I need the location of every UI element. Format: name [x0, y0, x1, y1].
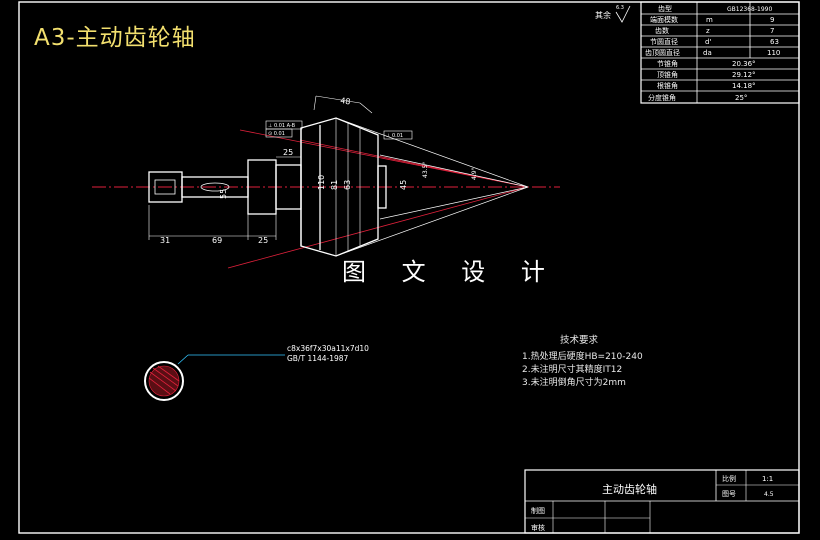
gdt-frame-right: ⊥ 0.01 [383, 130, 413, 140]
keyway [154, 179, 176, 195]
dimension-55: 55 [219, 189, 228, 199]
spline-spec: c8x36f7x30a11x7d10 [287, 344, 369, 353]
param-symbol: z [706, 27, 710, 35]
dimension-69: 69 [212, 236, 222, 245]
param-value: 110 [767, 49, 780, 57]
dimension-25-top: 25 [283, 148, 293, 157]
param-symbol: d' [705, 38, 711, 46]
roughness-value: 6.3 [616, 5, 624, 11]
dimension-lines [148, 95, 373, 240]
param-name: 端面模数 [650, 15, 678, 24]
angle-dimension: 43.5° [422, 162, 429, 178]
param-value: GB12368-1990 [727, 6, 772, 13]
param-symbol: da [703, 49, 712, 57]
param-value: 25° [735, 94, 747, 102]
param-value: 63 [770, 38, 779, 46]
keyway-slot [200, 182, 230, 192]
dimension-48: 48 [340, 96, 351, 106]
gdt-right-text: ⊥ 0.01 [386, 133, 403, 139]
tech-requirements-heading: 技术要求 [560, 335, 599, 346]
param-name: 齿数 [655, 26, 669, 35]
checker-label: 审核 [531, 523, 545, 532]
drawing-frame [18, 1, 800, 534]
param-name: 节圆直径 [650, 37, 678, 46]
param-symbol: m [706, 16, 713, 24]
gdt-left-text: ⊥ 0.01 A-B [268, 123, 296, 129]
spline-standard: GB/T 1144-1987 [287, 354, 349, 363]
dimension-63: 63 [343, 180, 352, 190]
leader-line [177, 354, 189, 365]
tech-requirement-item: 2.未注明尺寸其精度IT12 [522, 365, 623, 375]
tech-requirements: 技术要求 1.热处理后硬度HB=210-240 2.未注明尺寸其精度IT12 3… [522, 334, 643, 390]
dimension-31: 31 [160, 236, 170, 245]
dimension-81: 81 [330, 180, 339, 190]
angle-dimension-small: 4.9° [471, 167, 478, 180]
dimension-110: 110 [317, 175, 326, 190]
dimension-45: 45 [399, 180, 408, 190]
param-name: 齿顶圆直径 [645, 48, 680, 57]
designer-label: 制图 [531, 506, 545, 515]
tech-requirement-item: 3.未注明倒角尺寸为2mm [522, 378, 626, 388]
param-name: 顶锥角 [657, 70, 678, 79]
roughness-symbol: 其余 6.3 [595, 5, 631, 23]
param-value: 20.36° [732, 60, 756, 68]
param-name: 节锥角 [657, 59, 678, 68]
param-value: 14.18° [732, 82, 756, 90]
watermark: 图 文 设 计 [342, 258, 559, 286]
dimension-25-bottom: 25 [258, 236, 268, 245]
param-value: 29.12° [732, 71, 756, 79]
param-table: 齿型 GB12368-1990 端面模数 m 9 齿数 z 7 节圆直径 d' … [640, 1, 800, 104]
param-name: 分度锥角 [648, 93, 676, 102]
scale-value: 1:1 [762, 475, 773, 483]
param-name: 根锥角 [657, 81, 678, 90]
cone-generator-lines [335, 117, 529, 257]
gdt-frame-left: ⊥ 0.01 A-B ⊙ 0.01 [265, 120, 303, 138]
param-value: 9 [770, 16, 774, 24]
drawing-title: A3-主动齿轮轴 [34, 25, 196, 51]
part-name: 主动齿轮轴 [602, 482, 657, 496]
drawing-no-label: 图号 [722, 490, 736, 498]
scale-label: 比例 [722, 474, 736, 483]
param-value: 7 [770, 27, 774, 35]
drawing-no-value: 4.5 [764, 491, 774, 498]
roughness-label: 其余 [595, 10, 611, 20]
gear-tooth-lines [335, 118, 361, 256]
title-block [524, 469, 800, 534]
spline-section [144, 354, 285, 401]
tech-requirement-item: 1.热处理后硬度HB=210-240 [522, 352, 643, 362]
spline-note: c8x36f7x30a11x7d10 GB/T 1144-1987 [287, 344, 369, 364]
gdt-left-text-2: ⊙ 0.01 [268, 131, 285, 137]
param-name: 齿型 [658, 4, 672, 13]
